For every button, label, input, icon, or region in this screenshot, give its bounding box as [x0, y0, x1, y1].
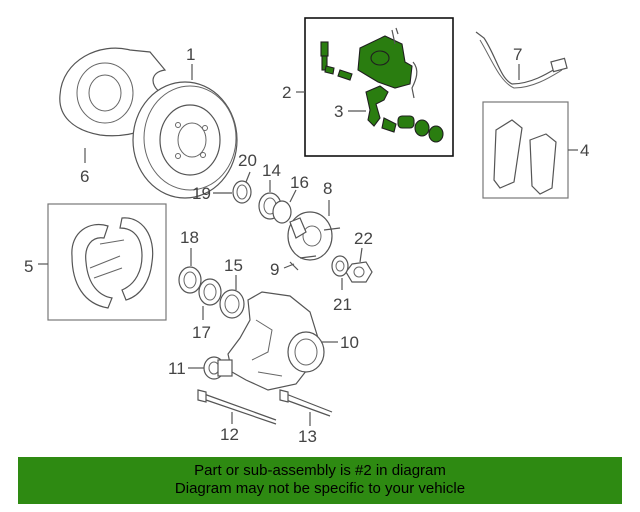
notice-line-2: Diagram may not be specific to your vehi… [174, 480, 466, 497]
callout-19: 19 [192, 184, 211, 203]
callout-18: 18 [180, 228, 199, 247]
washer[interactable] [331, 255, 349, 277]
wheel-studs[interactable] [289, 227, 341, 271]
axle-nut[interactable] [345, 261, 373, 283]
snap-ring[interactable] [232, 180, 252, 204]
callout-7: 7 [513, 45, 522, 64]
callout-1: 1 [186, 45, 195, 64]
short-bolt[interactable] [279, 389, 333, 417]
brake-caliper[interactable] [320, 27, 418, 99]
callout-4: 4 [580, 141, 589, 160]
callout-14: 14 [262, 161, 281, 180]
inner-seal[interactable] [198, 278, 222, 306]
notice-line-1: Part or sub-assembly is #2 in diagram [194, 462, 446, 479]
callout-5: 5 [24, 257, 33, 276]
long-bolt[interactable] [197, 389, 277, 425]
callout-17: 17 [192, 323, 211, 342]
brake-rotor[interactable] [132, 81, 238, 199]
parking-brake-shoes[interactable] [71, 217, 154, 309]
part-notice-banner: Part or sub-assembly is #2 in diagram Di… [18, 457, 622, 504]
callout-6: 6 [80, 167, 89, 186]
callout-15: 15 [224, 256, 243, 275]
bearing-seal[interactable] [219, 289, 245, 319]
brake-pads[interactable] [493, 119, 557, 195]
callout-11: 11 [168, 359, 186, 378]
brake-hose[interactable] [475, 31, 568, 89]
callout-20: 20 [238, 151, 257, 170]
knuckle[interactable] [227, 291, 325, 391]
callout-9: 9 [270, 260, 279, 279]
callout-21: 21 [333, 295, 352, 314]
outer-seal[interactable] [178, 266, 202, 294]
caliper-assembly-box[interactable] [304, 17, 454, 157]
callout-2: 2 [282, 83, 291, 102]
callout-12: 12 [220, 425, 239, 444]
callout-13: 13 [298, 427, 317, 446]
callout-10: 10 [340, 333, 359, 352]
hub-bearing[interactable] [258, 192, 292, 224]
callout-22: 22 [354, 229, 373, 248]
caliper-bracket[interactable] [365, 85, 444, 143]
callout-3: 3 [334, 102, 343, 121]
callout-8: 8 [323, 179, 332, 198]
callout-16: 16 [290, 173, 309, 192]
wheel-hub[interactable] [287, 211, 333, 261]
bushing[interactable] [203, 356, 233, 380]
parking-shoe-box[interactable] [47, 203, 167, 321]
